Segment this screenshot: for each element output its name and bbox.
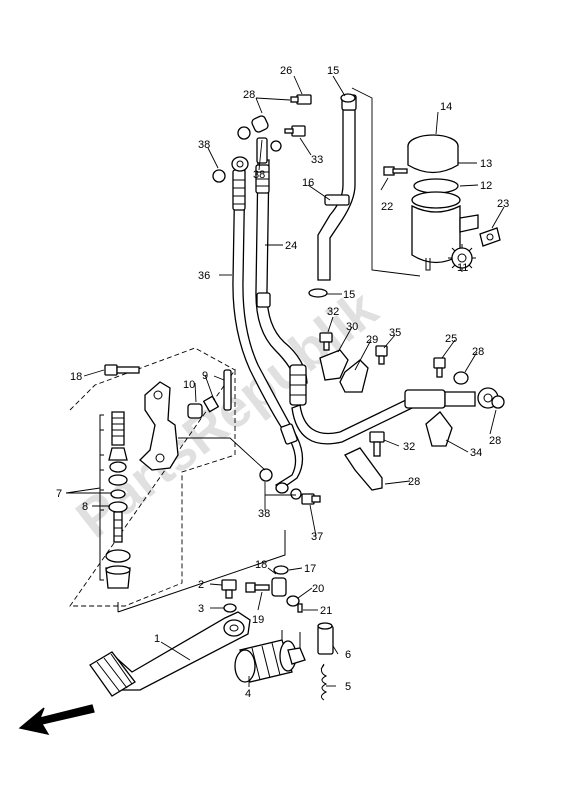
- bolt-26: [433, 357, 446, 378]
- label-16: 16: [302, 177, 314, 189]
- hose-clip-15-top: [340, 93, 356, 103]
- label-27: 26: [280, 65, 292, 77]
- reservoir-bracket-24: [479, 227, 501, 247]
- washer-21: [286, 595, 300, 607]
- washer-38-left: [212, 169, 226, 183]
- washer-38-lower: [259, 468, 273, 482]
- label-5: 5: [345, 681, 351, 693]
- washer-28-right-a: [453, 371, 469, 385]
- label-36: 37: [311, 531, 323, 543]
- clamp-31: [319, 349, 349, 381]
- label-29: 28: [408, 476, 420, 488]
- bolt-36: [301, 493, 321, 505]
- label-32-top: 32: [327, 306, 339, 318]
- label-4: 4: [245, 688, 251, 700]
- washer-28-right-b: [491, 395, 505, 409]
- label-9: 9: [202, 370, 208, 382]
- spring-5: [320, 663, 328, 701]
- master-cylinder-internals: [105, 411, 131, 589]
- bolt-27: [290, 94, 312, 105]
- label-13: 13: [480, 158, 492, 170]
- label-1: 1: [154, 633, 160, 645]
- bolt-9: [223, 369, 232, 411]
- hose-clip-15-bottom: [308, 288, 328, 298]
- bolt-20: [245, 582, 270, 593]
- label-14: 14: [440, 101, 452, 113]
- bolt-37: [284, 125, 306, 137]
- clip-17: [273, 565, 289, 575]
- sleeve-6: [317, 622, 334, 655]
- bolt-32-lower: [369, 431, 385, 457]
- label-6: 6: [345, 649, 351, 661]
- washer-38-lower-3: [290, 488, 302, 500]
- label-33: 35: [389, 327, 401, 339]
- label-28-far-right: 28: [489, 435, 501, 447]
- nut-10: [187, 403, 203, 419]
- label-19: 18: [70, 371, 82, 383]
- pin-22: [297, 603, 303, 613]
- label-28-top: 28: [243, 89, 255, 101]
- washer-3: [223, 603, 237, 613]
- label-34: 34: [470, 447, 482, 459]
- label-2: 2: [198, 579, 204, 591]
- label-25: 24: [285, 240, 297, 252]
- master-cylinder-kit-outline: [69, 347, 236, 607]
- reservoir-diaphragm: [411, 191, 461, 209]
- label-20: 19: [252, 614, 264, 626]
- bolt-33: [375, 345, 388, 365]
- label-7: 7: [56, 488, 62, 500]
- label-38-top: 38: [198, 139, 210, 151]
- label-26: 25: [445, 333, 457, 345]
- gear-icon: [448, 244, 476, 272]
- master-cylinder-bracket: [139, 381, 179, 471]
- label-11: 11: [457, 262, 468, 274]
- bolt-23: [383, 166, 408, 176]
- pin-18: [271, 577, 287, 597]
- leader-lines: [65, 75, 505, 687]
- label-23: 22: [381, 201, 393, 213]
- bolt-19: [104, 364, 140, 376]
- label-30: 29: [366, 334, 378, 346]
- label-10: 10: [183, 379, 195, 391]
- reservoir-diaphragm-plate: [413, 178, 459, 194]
- label-12: 12: [480, 180, 492, 192]
- kit-bracket-line: [117, 530, 286, 613]
- brake-pedal: [94, 611, 251, 691]
- label-22: 21: [320, 605, 332, 617]
- hose-35-banjo: [231, 156, 249, 172]
- label-17: 17: [304, 563, 316, 575]
- washer-28-top-small: [237, 126, 251, 140]
- arrow-down-left-icon: [18, 704, 95, 735]
- pedal-footpad: [89, 651, 136, 697]
- bolt-32-upper: [319, 332, 333, 351]
- label-18: 18: [255, 559, 267, 571]
- label-35: 36: [198, 270, 210, 282]
- label-38-mid: 38: [253, 169, 265, 181]
- parts-stack-bracket: [99, 414, 104, 581]
- washer-28-top: [251, 115, 269, 133]
- label-15-top: 15: [327, 65, 339, 77]
- label-31: 30: [346, 321, 358, 333]
- label-38-bottom: 38: [258, 508, 270, 520]
- washer-38-mid: [270, 140, 282, 152]
- callout-labels: 26 15 28 14 38 33 13 38 16 12 22 23 24 1…: [56, 65, 509, 700]
- clamp-34: [425, 411, 453, 447]
- label-3: 3: [198, 603, 204, 615]
- label-15-bottom: 15: [343, 289, 355, 301]
- label-8: 8: [82, 501, 88, 513]
- label-28-right: 28: [472, 346, 484, 358]
- bracket-29: [344, 447, 383, 491]
- label-24: 23: [497, 198, 509, 210]
- label-37: 33: [311, 154, 323, 166]
- washer-38-lower-2: [275, 482, 289, 494]
- pedal-shaft-4: [234, 639, 306, 683]
- label-32-bottom: 32: [403, 441, 415, 453]
- bolt-2: [221, 579, 237, 599]
- label-21: 20: [312, 583, 324, 595]
